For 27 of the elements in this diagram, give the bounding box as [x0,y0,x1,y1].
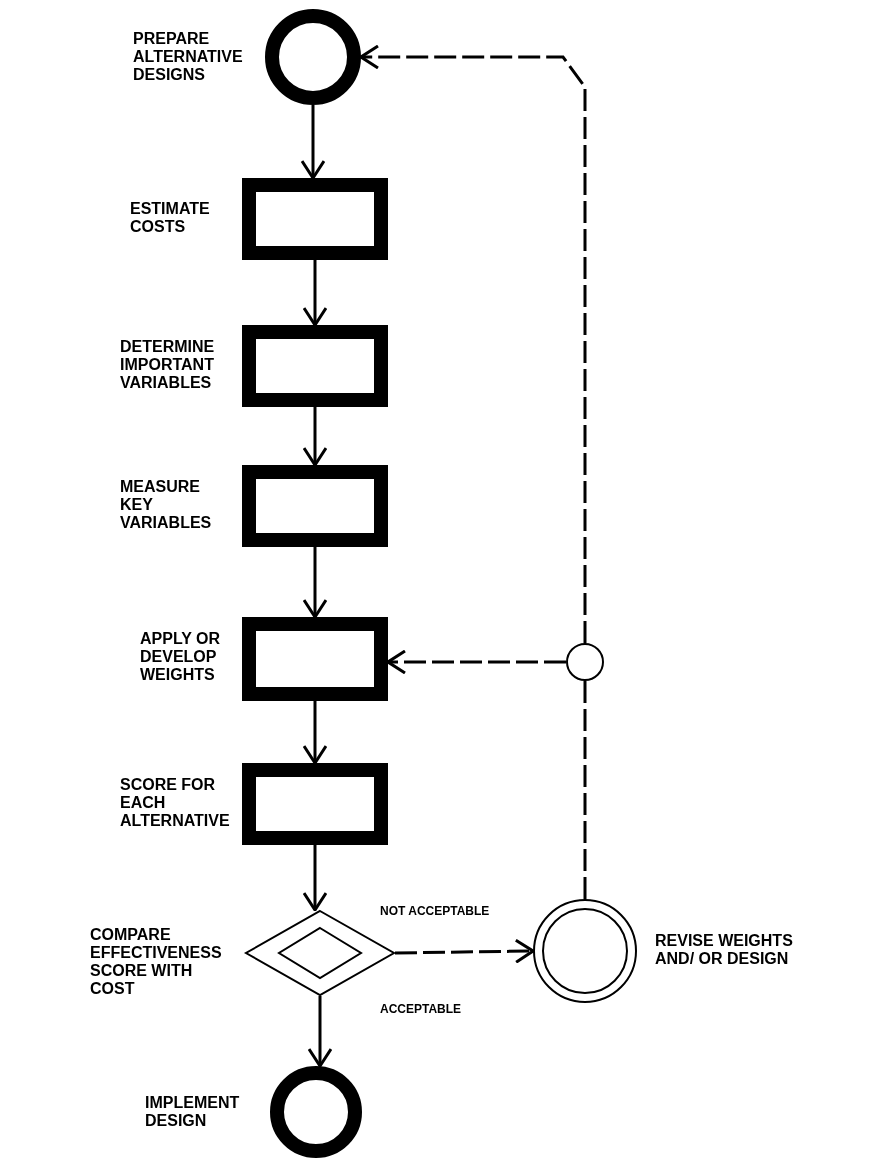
step-label: REVISE WEIGHTS AND/ OR DESIGN [655,932,794,968]
arrow [302,407,328,467]
process-box [242,178,388,260]
dashed-arrow [394,938,535,964]
arrow [307,996,333,1068]
process-box [242,325,388,407]
arrow [300,105,326,180]
dashed-arrow [359,44,587,643]
process-box [242,465,388,547]
arrow [302,701,328,765]
double-ring-circle [533,899,637,1003]
arrow [302,547,328,619]
step-label: IMPLEMENT DESIGN [145,1094,241,1130]
arrow [302,845,328,912]
step-label: COMPARE EFFECTIVENESS SCORE WITH COST [90,926,223,998]
start-circle [265,9,361,105]
process-box [242,617,388,701]
junction-circle [566,643,604,681]
step-label: ESTIMATE COSTS [130,200,211,236]
step-label: MEASURE KEY VARIABLES [120,478,213,532]
step-label: APPLY OR DEVELOP WEIGHTS [140,630,222,684]
arrow [302,260,328,327]
step-label: PREPARE ALTERNATIVE DESIGNS [133,30,244,84]
process-box [242,763,388,845]
end-circle [270,1066,362,1158]
step-label: DETERMINE IMPORTANT VARIABLES [120,338,216,392]
step-label: SCORE FOR EACH ALTERNATIVE [120,776,230,830]
